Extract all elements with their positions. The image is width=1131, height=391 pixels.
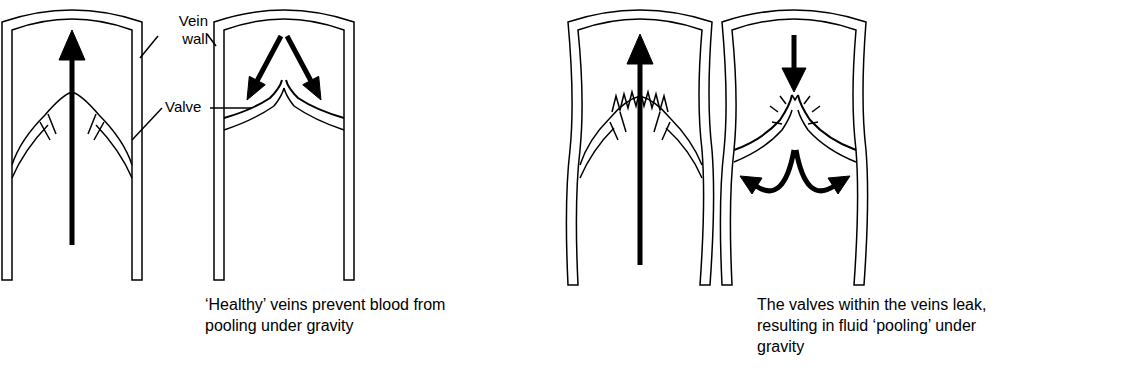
caption-text: ‘Healthy’ veins prevent blood from pooli… [205, 294, 475, 336]
part-label: Valve [165, 98, 211, 116]
part-label: Vein wall [156, 12, 208, 48]
caption-text: The valves within the veins leak, result… [757, 294, 1027, 357]
